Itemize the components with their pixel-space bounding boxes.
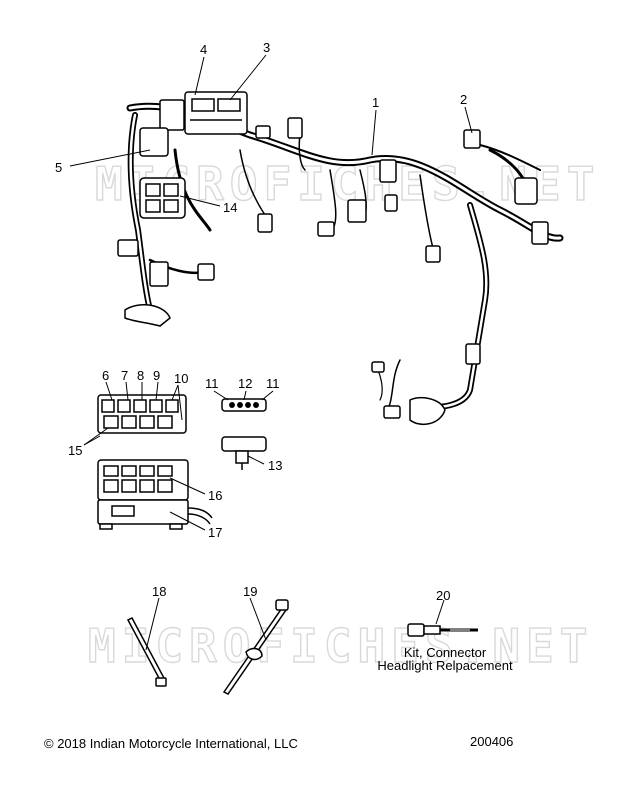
callout-11-left: 11 — [205, 376, 219, 391]
kit-caption-line-2: Headlight Relpacement — [377, 658, 513, 673]
callout-4: 4 — [200, 42, 207, 57]
callout-9: 9 — [153, 368, 160, 383]
callout-6: 6 — [102, 368, 109, 383]
harness-lower-left-connectors — [117, 239, 215, 327]
callout-17: 17 — [208, 525, 222, 540]
callout-11-right: 11 — [266, 376, 280, 391]
leader-lines — [69, 54, 473, 651]
callout-1: 1 — [372, 95, 379, 110]
callout-5: 5 — [55, 160, 62, 175]
copyright-notice: © 2018 Indian Motorcycle International, … — [44, 736, 298, 751]
callout-14: 14 — [223, 200, 237, 215]
callout-3: 3 — [263, 40, 270, 55]
callout-12: 12 — [238, 376, 252, 391]
callout-10: 10 — [174, 371, 188, 386]
ecu-module — [159, 91, 248, 135]
headlight-connector-kit — [407, 623, 478, 637]
callout-18: 18 — [152, 584, 166, 599]
callout-8: 8 — [137, 368, 144, 383]
drawing-number: 200406 — [470, 734, 514, 749]
kit-caption-line-1: Kit, Connector — [404, 645, 487, 660]
callout-labels: 1 2 3 4 5 6 7 8 9 10 11 12 11 13 14 15 1… — [55, 40, 467, 603]
callout-7: 7 — [121, 368, 128, 383]
callout-2: 2 — [460, 92, 467, 107]
main-wiring-harness — [126, 102, 564, 416]
fuse-relay-box — [97, 394, 187, 434]
watermark-bottom: MICROFICHES.NET — [88, 619, 593, 673]
callout-20: 20 — [436, 588, 450, 603]
push-mount-cable-tie — [222, 599, 289, 695]
callout-15: 15 — [68, 443, 82, 458]
harness-relay-cluster — [139, 127, 186, 219]
callout-16: 16 — [208, 488, 222, 503]
callout-19: 19 — [243, 584, 257, 599]
callout-13: 13 — [268, 458, 282, 473]
fuse-box-base — [97, 459, 213, 530]
connector-block — [221, 398, 267, 470]
harness-connectors — [255, 117, 549, 426]
